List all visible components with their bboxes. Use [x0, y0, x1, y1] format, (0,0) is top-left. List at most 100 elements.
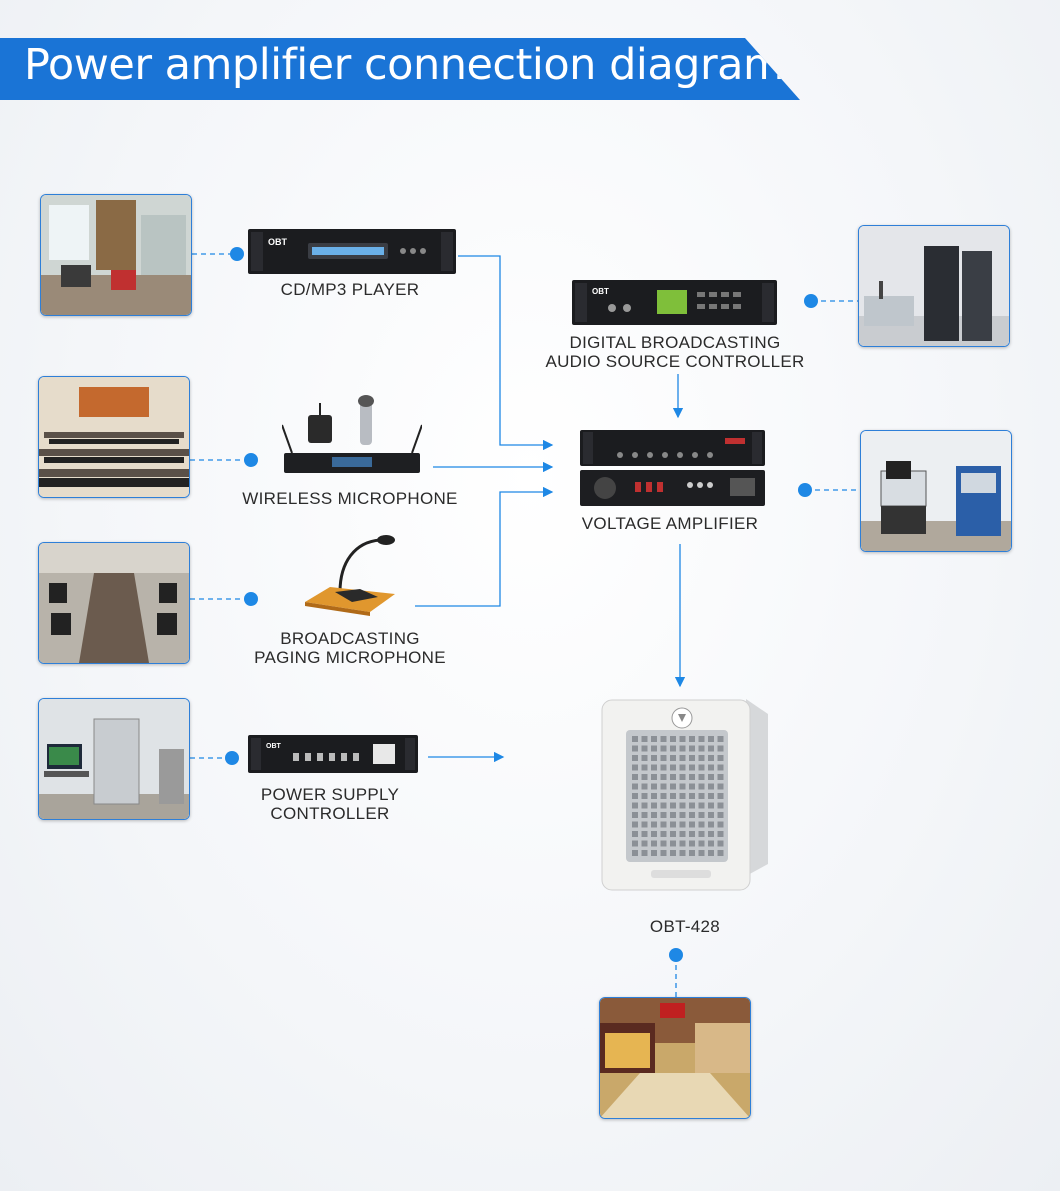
speaker-grille-hole: [679, 840, 686, 847]
connector-dot: [804, 294, 818, 308]
speaker-grille-hole: [689, 850, 695, 856]
speaker-grille-hole: [660, 831, 667, 837]
speaker-grille-hole: [679, 774, 686, 780]
speaker-grille-hole: [679, 812, 686, 818]
audio-controller-label-line2: AUDIO SOURCE CONTROLLER: [545, 352, 805, 371]
svg-text:OBT: OBT: [592, 287, 609, 296]
svg-text:OBT: OBT: [266, 743, 282, 750]
power-controller-label-line2: CONTROLLER: [270, 804, 390, 823]
speaker-grille-hole: [717, 755, 724, 761]
speaker-grille-hole: [660, 821, 667, 828]
speaker-grille-hole: [632, 840, 638, 847]
speaker-grille-hole: [660, 783, 667, 790]
power-controller-label-line1: POWER SUPPLY: [260, 785, 400, 804]
speaker-grille-hole: [679, 850, 686, 856]
speaker-grille-hole: [670, 736, 676, 742]
server-rack-room-photo: [858, 225, 1010, 347]
speaker-grille-hole: [679, 764, 686, 771]
speaker-grille-hole: [641, 821, 648, 828]
paging-microphone-label-line1: BROADCASTING: [280, 629, 420, 648]
shopping-mall-photo: [599, 997, 751, 1119]
speaker-grille-hole: [717, 812, 724, 818]
speaker-grille-hole: [689, 764, 695, 771]
speaker-grille-hole: [689, 745, 695, 752]
speaker-grille-hole: [660, 736, 667, 742]
speaker-grille-hole: [689, 802, 695, 809]
speaker-grille-hole: [651, 745, 657, 752]
speaker-grille-hole: [651, 764, 657, 771]
speaker-grille-hole: [670, 812, 676, 818]
speaker-grille-hole: [708, 783, 714, 790]
speaker-grille-hole: [698, 812, 705, 818]
speaker-grille-hole: [632, 755, 638, 761]
speaker-grille-hole: [717, 736, 724, 742]
speaker-grille-hole: [641, 745, 648, 752]
speaker-grille-hole: [632, 736, 638, 742]
speaker-grille-hole: [670, 802, 676, 809]
speaker-grille-hole: [698, 745, 705, 752]
speaker-grille-hole: [651, 831, 657, 837]
speaker-grille-hole: [717, 764, 724, 771]
speaker-grille-hole: [632, 850, 638, 856]
speaker-grille-hole: [670, 783, 676, 790]
speaker-grille-hole: [708, 831, 714, 837]
wireless-microphone-label: WIRELESS MICROPHONE: [242, 489, 458, 508]
speaker-grille-hole: [717, 793, 724, 799]
speaker-grille-hole: [698, 831, 705, 837]
speaker-grille-hole: [641, 831, 648, 837]
svg-text:OBT: OBT: [268, 237, 288, 247]
speaker-grille-hole: [651, 850, 657, 856]
speaker-grille-hole: [708, 745, 714, 752]
control-room-photo: [40, 194, 192, 316]
speaker-grille-hole: [708, 755, 714, 761]
speaker-grille-hole: [651, 793, 657, 799]
speaker-grille-hole: [689, 793, 695, 799]
paging-microphone-label: BROADCASTING PAGING MICROPHONE: [240, 629, 460, 667]
speaker-grille-hole: [660, 755, 667, 761]
speaker-grille-hole: [708, 764, 714, 771]
speaker-grille-hole: [660, 840, 667, 847]
speaker-grille-hole: [641, 764, 648, 771]
speaker-grille-hole: [717, 831, 724, 837]
speaker-grille-hole: [708, 793, 714, 799]
speaker-grille-hole: [651, 821, 657, 828]
speaker-grille-hole: [641, 783, 648, 790]
paging-to-amp-line: [415, 486, 554, 607]
speaker-grille-hole: [670, 764, 676, 771]
speaker-grille-hole: [660, 812, 667, 818]
speaker-grille-hole: [641, 850, 648, 856]
speaker-grille-hole: [660, 802, 667, 809]
speaker-grille-hole: [689, 736, 695, 742]
speaker-grille-hole: [708, 774, 714, 780]
speaker-grille-hole: [717, 802, 724, 809]
speaker-grille-hole: [708, 840, 714, 847]
speaker-grille-hole: [689, 812, 695, 818]
speaker-grille-hole: [670, 745, 676, 752]
speaker-grille-hole: [717, 850, 724, 856]
power-controller-device: OBT: [248, 735, 418, 773]
speaker-grille-hole: [679, 831, 686, 837]
speaker-grille-hole: [679, 802, 686, 809]
speaker-grille-hole: [651, 774, 657, 780]
speaker-grille-hole: [632, 821, 638, 828]
connector-dot: [669, 948, 683, 962]
speaker-grille-hole: [689, 831, 695, 837]
audio-controller-label: DIGITAL BROADCASTING AUDIO SOURCE CONTRO…: [520, 333, 830, 371]
cd-player-device: OBT: [248, 229, 456, 274]
speaker-grille-hole: [679, 755, 686, 761]
speaker-grille-hole: [708, 802, 714, 809]
speaker-grille-hole: [651, 736, 657, 742]
speaker-grille-hole: [660, 850, 667, 856]
conference-room-photo: [38, 542, 190, 664]
speaker-grille-hole: [632, 764, 638, 771]
speaker-grille-hole: [651, 755, 657, 761]
cd-player-label: CD/MP3 PLAYER: [280, 280, 420, 299]
voltage-amplifier-label: VOLTAGE AMPLIFIER: [581, 514, 759, 533]
speaker-grille-hole: [670, 850, 676, 856]
wall-speaker-device: [596, 694, 770, 894]
speaker-grille-hole: [632, 793, 638, 799]
speaker-grille-hole: [632, 812, 638, 818]
connector-dot: [798, 483, 812, 497]
speaker-grille-hole: [670, 831, 676, 837]
